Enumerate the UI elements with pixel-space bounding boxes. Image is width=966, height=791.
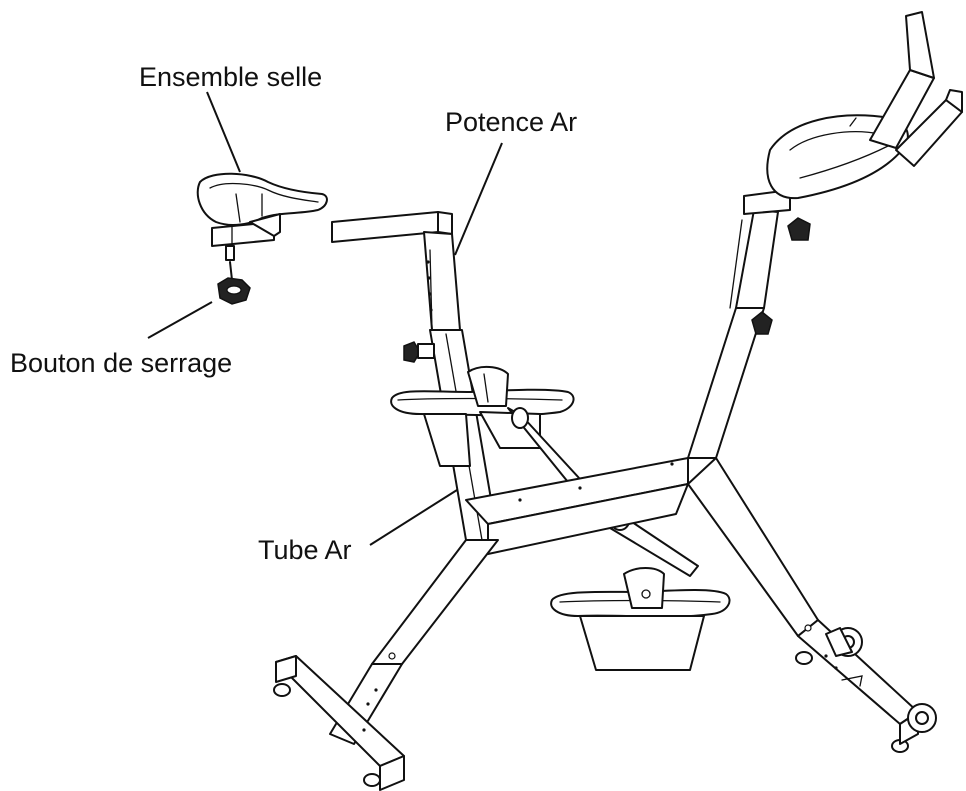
leader-rear-stem bbox=[454, 142, 503, 256]
leader-saddle bbox=[206, 91, 241, 173]
front-pedal bbox=[550, 567, 731, 671]
handlebar bbox=[766, 11, 963, 200]
leader-rear-tube bbox=[369, 489, 458, 546]
tightening-knob bbox=[217, 261, 251, 305]
saddle-assembly bbox=[196, 172, 328, 261]
label-saddle-assembly: Ensemble selle bbox=[139, 62, 323, 92]
label-rear-stem: Potence Ar bbox=[445, 107, 578, 137]
left-leg bbox=[273, 539, 499, 791]
leader-knob bbox=[147, 301, 213, 339]
front-upright bbox=[687, 189, 811, 459]
transport-wheel-upper bbox=[825, 627, 863, 657]
rear-pedal bbox=[390, 366, 575, 467]
transport-wheel-lower bbox=[907, 703, 937, 733]
label-rear-tube: Tube Ar bbox=[258, 535, 352, 565]
label-tightening-knob: Bouton de serrage bbox=[10, 348, 233, 378]
rear-stem bbox=[331, 211, 461, 331]
